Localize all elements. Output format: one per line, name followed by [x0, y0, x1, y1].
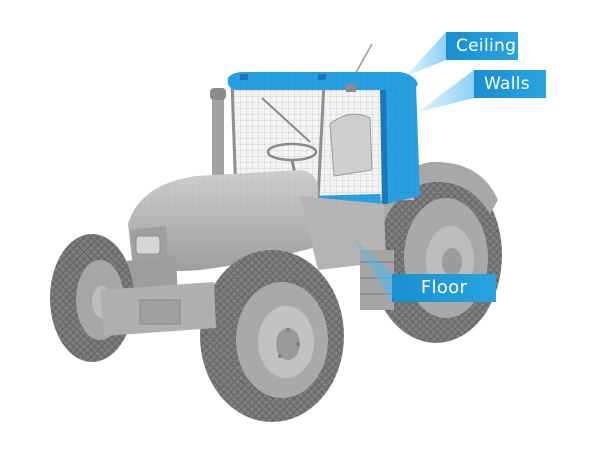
- walls-callout-beam: [418, 70, 474, 112]
- ceiling-highlight: [227, 72, 418, 92]
- ceiling-callout-beam: [406, 32, 446, 76]
- floor-label: Floor: [392, 274, 496, 302]
- exhaust-pipe: [210, 88, 226, 186]
- antenna: [353, 43, 373, 77]
- front-axle: [100, 282, 216, 336]
- cab: [230, 78, 416, 202]
- floor-callout-beam: [348, 232, 392, 302]
- ceiling-label: Ceiling: [446, 32, 518, 60]
- hood: [128, 170, 394, 310]
- walls-highlight: [380, 84, 420, 204]
- front-right-wheel: [200, 250, 344, 422]
- walls-label: Walls: [474, 70, 546, 98]
